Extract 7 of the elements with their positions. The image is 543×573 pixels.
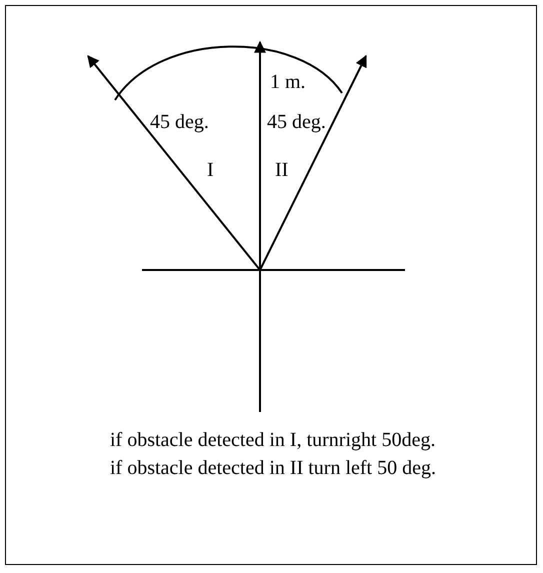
- distance-label: 1 m.: [270, 72, 306, 92]
- note-text: if obstacle detected in II turn left 50 deg.: [110, 458, 436, 478]
- sector-label: II: [275, 160, 288, 180]
- sector-label: I: [207, 160, 214, 180]
- angle-label: 45 deg.: [267, 112, 326, 132]
- note-text: if obstacle detected in I, turnright 50deg.: [110, 430, 436, 450]
- angle-label: 45 deg.: [150, 112, 209, 132]
